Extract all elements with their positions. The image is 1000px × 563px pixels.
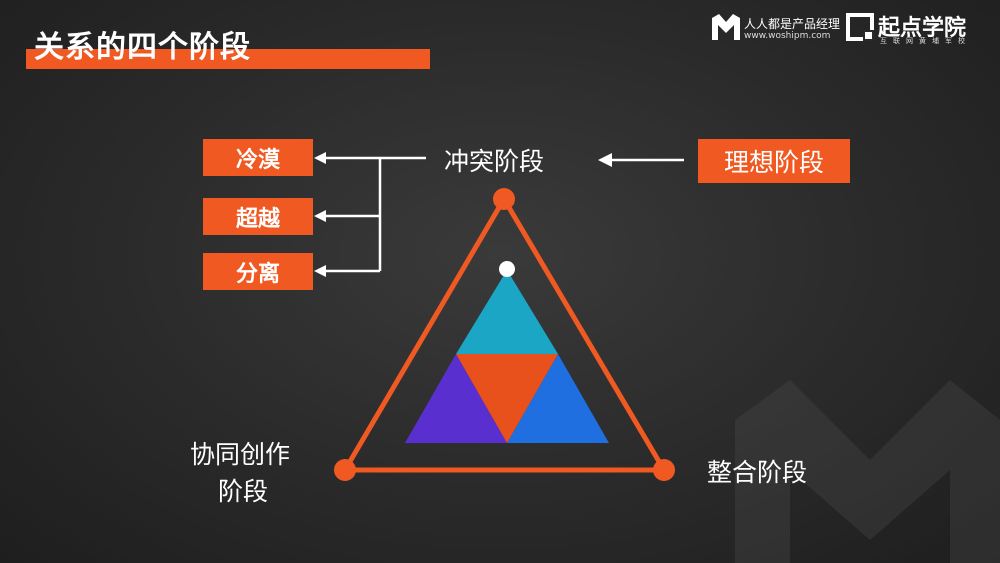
stage-label-integration: 整合阶段 bbox=[707, 458, 808, 487]
brand-academy: 起点学院 bbox=[878, 16, 967, 41]
vertex-cocreate-dot bbox=[334, 459, 356, 481]
qidian-logo-icon bbox=[846, 13, 874, 41]
connector-conflict-to-outcomes bbox=[322, 156, 426, 273]
stage-box-ideal: 理想阶段 bbox=[698, 139, 850, 183]
stage-triangle-outline bbox=[342, 196, 667, 473]
stage-label-cocreate-line1: 协同创作 bbox=[190, 440, 291, 469]
background-m-watermark bbox=[735, 380, 1000, 563]
stage-label-conflict: 冲突阶段 bbox=[444, 147, 545, 176]
top-white-dot bbox=[499, 261, 515, 277]
vertex-conflict-dot bbox=[493, 188, 515, 210]
outcome-box-transcend: 超越 bbox=[203, 198, 313, 235]
title-underline-bar bbox=[26, 49, 430, 69]
stage-label-cocreate-line2: 阶段 bbox=[218, 477, 269, 506]
arrow-ideal-to-conflict bbox=[598, 153, 684, 167]
vertex-integration-dot bbox=[653, 459, 675, 481]
brand-url: www.woshipm.com bbox=[744, 31, 831, 41]
outcome-box-indifference: 冷漠 bbox=[203, 139, 313, 176]
inner-triangle-right bbox=[507, 354, 609, 443]
inner-triangle-center bbox=[456, 354, 558, 443]
arrow-heads-outcomes bbox=[314, 152, 326, 277]
brand-slogan: 人人都是产品经理 bbox=[744, 17, 841, 31]
woshipm-logo-icon bbox=[712, 14, 740, 40]
brand-academy-sub: 互联网黄埔军校 bbox=[880, 37, 971, 45]
brand-area: 人人都是产品经理 www.woshipm.com 起点学院 互联网黄埔军校 bbox=[712, 10, 988, 46]
inner-triangle-left bbox=[405, 354, 507, 443]
page-title: 关系的四个阶段 bbox=[34, 30, 251, 65]
outcome-box-separation: 分离 bbox=[203, 253, 313, 290]
inner-triangle-top bbox=[456, 270, 558, 354]
